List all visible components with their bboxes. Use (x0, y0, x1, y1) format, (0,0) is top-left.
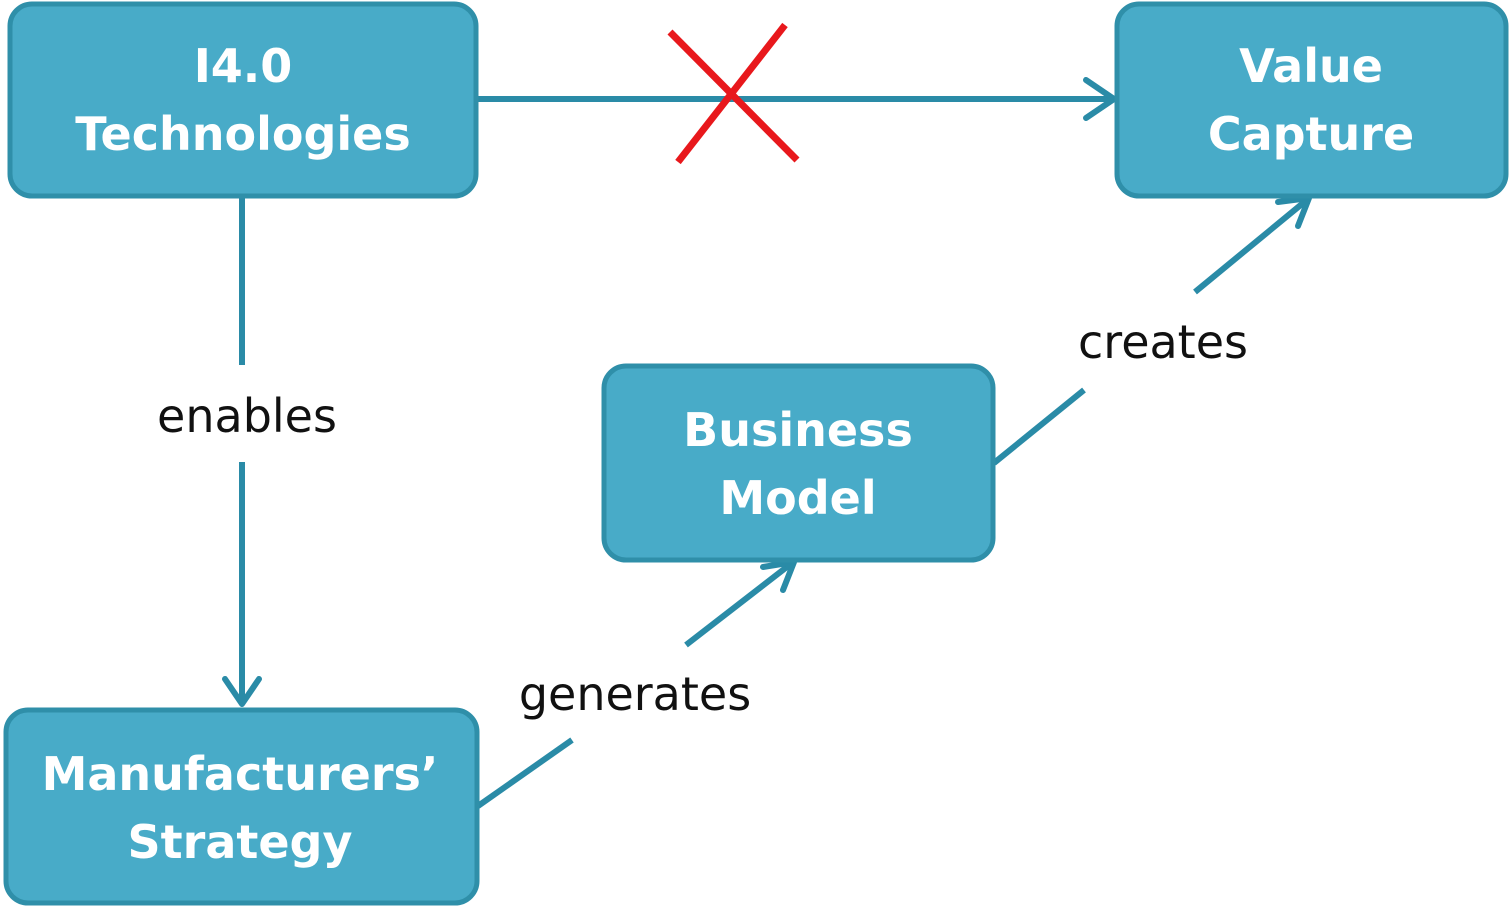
node-business-line2: Model (719, 471, 876, 525)
edge-label-enables: enables (157, 389, 337, 443)
node-manufacturers-strategy: Manufacturers’ Strategy (3, 707, 480, 906)
cross-mark-icon (667, 22, 800, 165)
node-i40-line1: I4.0 (194, 39, 293, 93)
edge-enables (222, 196, 262, 707)
node-i40-technologies: I4.0 Technologies (7, 1, 479, 199)
node-value-line2: Capture (1208, 107, 1414, 161)
node-value-line1: Value (1239, 39, 1383, 93)
node-strategy-line1: Manufacturers’ (42, 747, 439, 801)
node-i40-line2: Technologies (75, 107, 410, 161)
edge-label-creates: creates (1078, 315, 1248, 369)
arrow-head-value-capture (1083, 77, 1117, 121)
node-business-model: Business Model (601, 363, 996, 563)
arrow-head-strategy (222, 676, 262, 707)
node-value-capture: Value Capture (1114, 1, 1509, 199)
node-business-line1: Business (683, 403, 913, 457)
edge-i40-to-value-capture (478, 77, 1117, 121)
node-strategy-line2: Strategy (128, 815, 353, 869)
edge-label-generates: generates (519, 667, 751, 721)
